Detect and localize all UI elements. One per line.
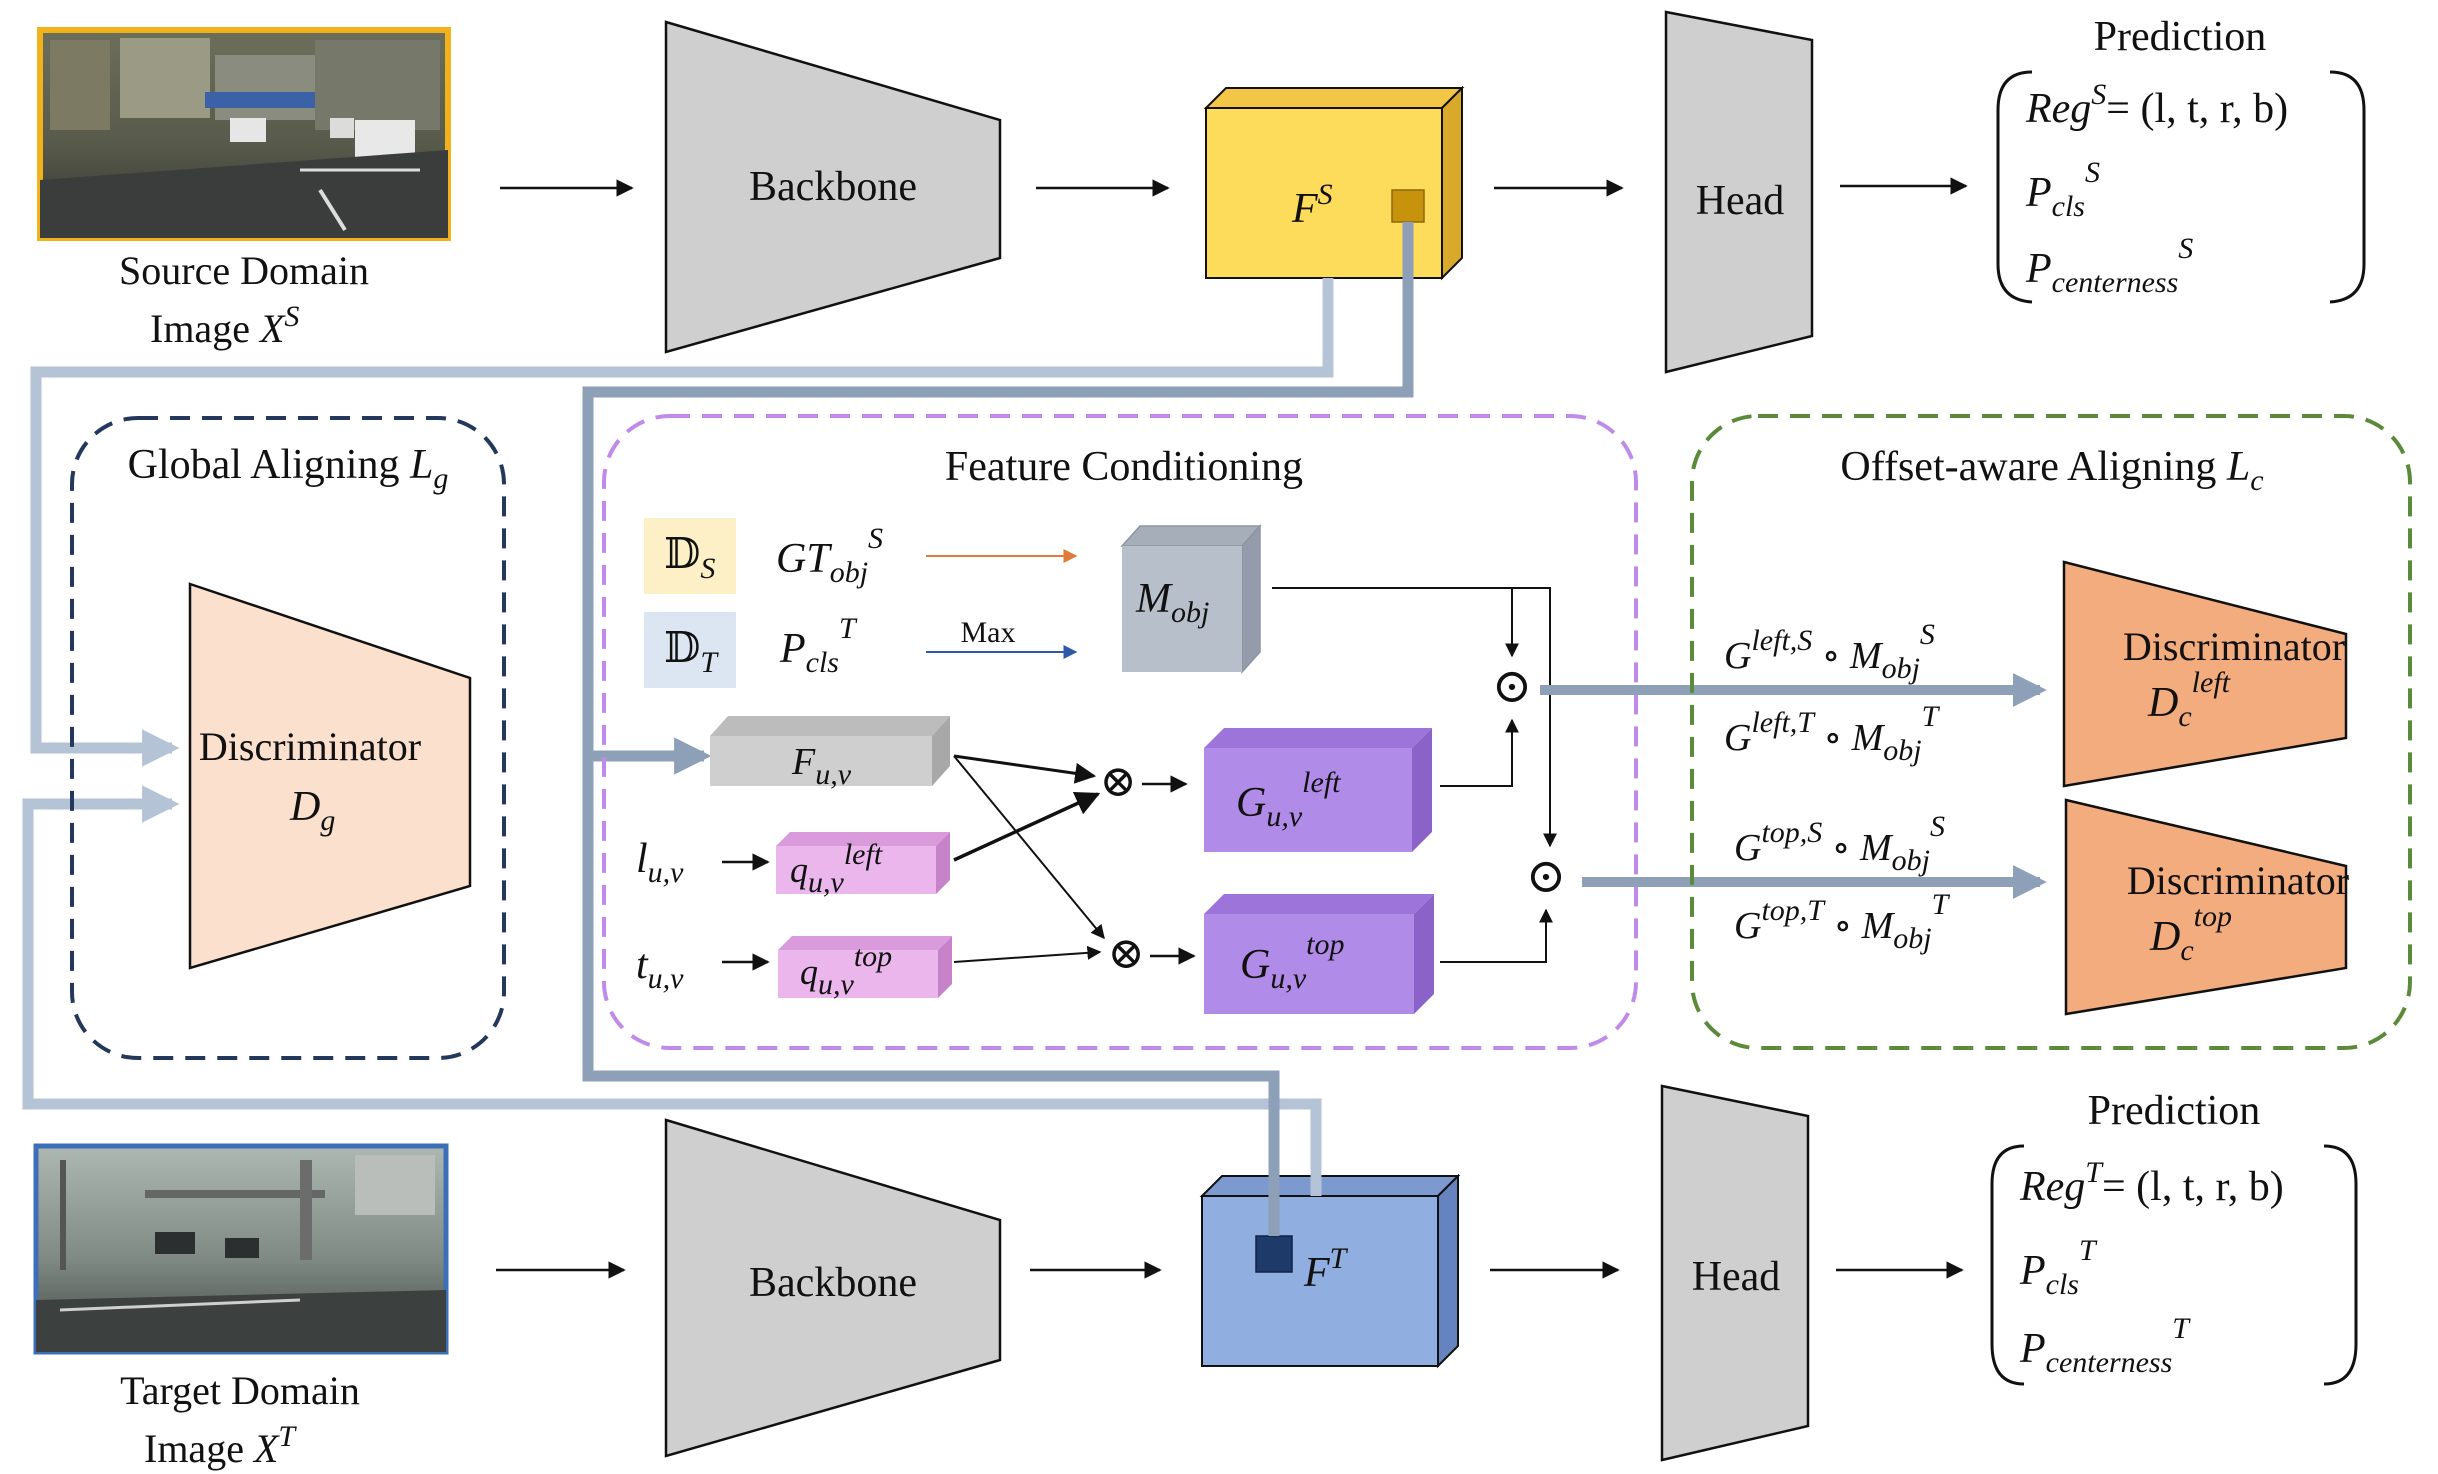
ds-symbol: 𝔻S — [664, 532, 715, 585]
global-aligning-title: Global Aligning Lg — [128, 442, 449, 495]
svg-text:Max: Max — [961, 616, 1016, 649]
svg-text:Gu,vtop: Gu,vtop — [1240, 928, 1345, 995]
q-left-block — [776, 846, 936, 894]
backbone-bottom: Backbone — [664, 1118, 1002, 1458]
discriminator-offset-left — [2062, 560, 2348, 788]
odot-top: ⊙ — [1526, 850, 1566, 903]
svg-text:PcenternessS: PcenternessS — [2025, 232, 2193, 299]
svg-text:Fu,v: Fu,v — [791, 741, 852, 791]
discriminator-offset-top — [2064, 798, 2348, 1016]
svg-text:Head: Head — [1696, 178, 1785, 224]
svg-text:Dcleft: Dcleft — [2147, 666, 2231, 733]
offset-aligning-box: Offset-aware Aligning Lc Gleft,S ∘ MobjS… — [1690, 414, 2412, 1050]
disc-global-symbol: Dg — [289, 784, 335, 837]
prediction-target: Prediction RegT= (l, t, r, b) PclsT Pcen… — [1990, 1088, 2358, 1386]
svg-text:RegS= (l, t, r, b): RegS= (l, t, r, b) — [2025, 78, 2288, 132]
feature-target-label: FT — [1303, 1242, 1349, 1296]
feature-target-block: FT — [1199, 1173, 1461, 1369]
gt-obj-label: GTobjS — [776, 522, 883, 589]
svg-text:PcenternessT: PcenternessT — [2019, 1312, 2191, 1379]
svg-text:Prediction: Prediction — [2094, 14, 2267, 60]
feature-source-label: FS — [1291, 178, 1333, 232]
target-domain-swatch — [644, 612, 736, 688]
svg-text:Discriminator: Discriminator — [199, 724, 421, 769]
target-label-line1: Target Domain — [120, 1368, 360, 1413]
route-fs-to-global-disc — [30, 278, 1334, 767]
svg-text:PclsT: PclsT — [2019, 1234, 2098, 1301]
svg-text:Gtop,S ∘ MobjS: Gtop,S ∘ MobjS — [1734, 810, 1945, 877]
route-ft-to-fuv — [582, 760, 1280, 1236]
target-image — [33, 1143, 449, 1355]
svg-text:Gtop,T ∘ MobjT: Gtop,T ∘ MobjT — [1734, 888, 1951, 955]
svg-text:Discriminator: Discriminator — [2127, 858, 2349, 903]
fuv-block — [710, 736, 932, 786]
source-label-line2: Image XS — [150, 300, 299, 351]
g-left-block — [1204, 748, 1412, 852]
svg-text:qu,vtop: qu,vtop — [800, 940, 892, 1001]
svg-text:Dctop: Dctop — [2149, 900, 2232, 967]
pcls-label: PclsT — [779, 612, 858, 679]
offset-aligning-title: Offset-aware Aligning Lc — [1840, 444, 2263, 497]
head-top: Head — [1664, 10, 1814, 374]
g-top-block — [1204, 914, 1414, 1014]
svg-text:Gleft,T ∘ MobjT: Gleft,T ∘ MobjT — [1724, 700, 1941, 767]
svg-text:Backbone: Backbone — [749, 164, 917, 210]
svg-text:Head: Head — [1692, 1254, 1781, 1300]
odot-left: ⊙ — [1492, 660, 1532, 713]
route-fs-to-fuv — [582, 222, 1414, 775]
otimes-top: ⊗ — [1108, 929, 1145, 978]
feature-conditioning-box: Feature Conditioning 𝔻S 𝔻T GTobjS PclsT … — [602, 414, 1638, 1050]
dt-symbol: 𝔻T — [664, 626, 719, 679]
backbone-top: Backbone — [664, 20, 1002, 354]
target-label-line2: Image XT — [144, 1420, 297, 1471]
route-ft-to-global-disc — [22, 785, 1322, 1196]
source-image — [37, 27, 451, 241]
svg-text:tu,v: tu,v — [636, 942, 684, 995]
q-top-block — [778, 950, 938, 998]
svg-text:qu,vleft: qu,vleft — [790, 838, 883, 899]
source-label-line1: Source Domain — [119, 248, 369, 293]
svg-text:PclsS: PclsS — [2025, 156, 2100, 223]
global-aligning-box: Global Aligning Lg Discriminator Dg — [70, 416, 506, 1060]
head-bottom: Head — [1660, 1084, 1810, 1462]
svg-text:RegT= (l, t, r, b): RegT= (l, t, r, b) — [2019, 1156, 2284, 1210]
source-domain-swatch — [644, 518, 736, 594]
svg-text:lu,v: lu,v — [636, 836, 684, 889]
svg-text:Discriminator: Discriminator — [2123, 624, 2345, 669]
svg-text:Prediction: Prediction — [2088, 1088, 2261, 1134]
svg-text:Mobj: Mobj — [1135, 576, 1209, 629]
otimes-left: ⊗ — [1100, 757, 1137, 806]
feature-source-block: FS — [1203, 85, 1465, 281]
svg-text:Gleft,S ∘ MobjS: Gleft,S ∘ MobjS — [1724, 618, 1935, 685]
svg-text:Gu,vleft: Gu,vleft — [1236, 766, 1341, 833]
svg-text:Feature Conditioning: Feature Conditioning — [945, 444, 1303, 490]
mobj-block — [1122, 546, 1242, 672]
prediction-source: Prediction RegS= (l, t, r, b) PclsS Pcen… — [1996, 14, 2366, 304]
svg-text:Backbone: Backbone — [749, 1260, 917, 1306]
discriminator-global — [188, 582, 472, 970]
